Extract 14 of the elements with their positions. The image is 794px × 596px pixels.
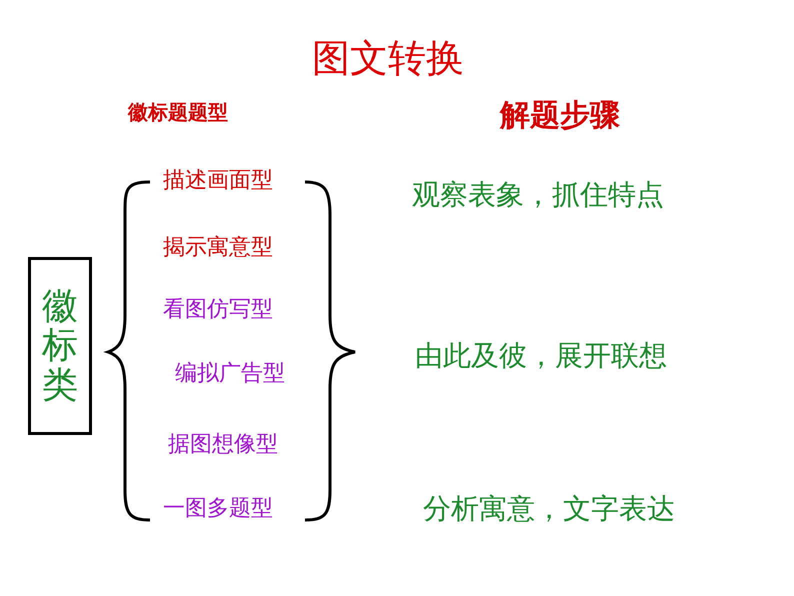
type-label: 据图想像型 (168, 432, 278, 458)
type-label: 编拟广告型 (175, 361, 285, 388)
column-heading: 徽标题题型 (128, 100, 228, 124)
category-text: 徽标类 (42, 286, 78, 406)
step-label: 观察表象，抓住特点 (412, 178, 664, 212)
type-label: 揭示寓意型 (163, 235, 273, 262)
step-label: 由此及彼，展开联想 (415, 339, 667, 373)
title: 图文转换 (312, 36, 464, 82)
type-label: 描述画面型 (163, 168, 273, 194)
column-heading: 解题步骤 (500, 98, 620, 134)
category-box (28, 257, 92, 435)
step-label: 分析寓意，文字表达 (423, 492, 675, 526)
type-label: 一图多题型 (163, 496, 273, 522)
type-label: 看图仿写型 (163, 297, 273, 324)
